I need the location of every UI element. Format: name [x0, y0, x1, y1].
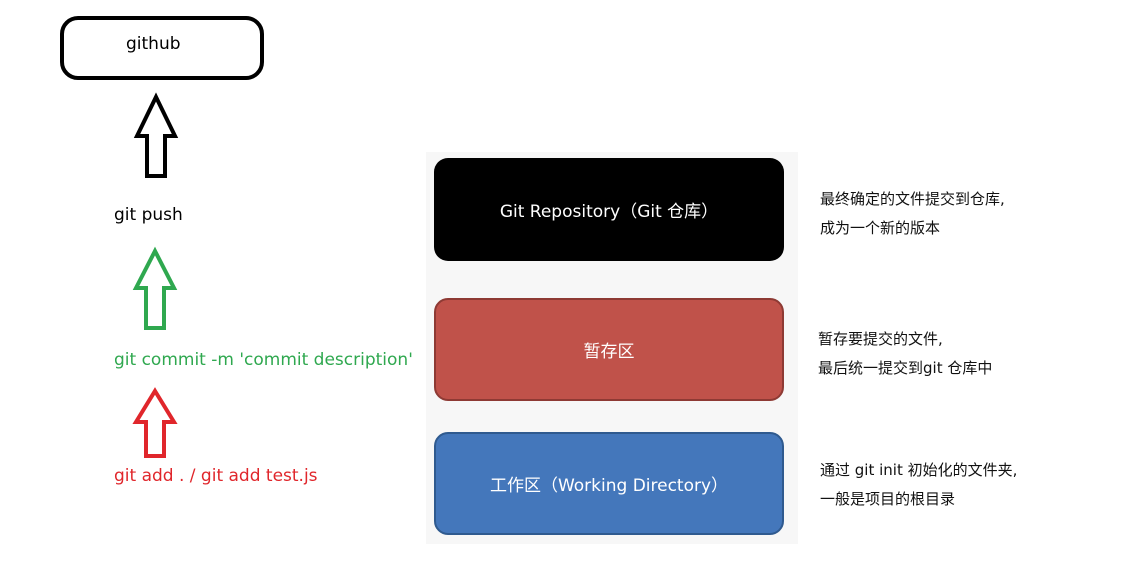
push-arrow-shape — [133, 92, 179, 178]
git-repository-desc-line1: 最终确定的文件提交到仓库, — [820, 190, 1005, 208]
working-directory-desc-line2: 一般是项目的根目录 — [820, 490, 956, 508]
working-directory-description: 通过 git init 初始化的文件夹, 一般是项目的根目录 — [820, 456, 1017, 514]
commit-arrow-shape — [132, 246, 178, 330]
staging-area-stage: 暂存区 — [434, 298, 784, 401]
working-directory-desc-line1: 通过 git init 初始化的文件夹, — [820, 461, 1018, 479]
git-repository-stage: Git Repository（Git 仓库） — [434, 158, 784, 261]
staging-area-desc-line2: 最后统一提交到git 仓库中 — [818, 359, 993, 377]
github-label: github — [126, 34, 181, 54]
push-arrow-icon — [133, 92, 179, 178]
github-remote-box — [60, 16, 264, 80]
git-add-command: git add . / git add test.js — [114, 466, 318, 486]
git-repository-label: Git Repository（Git 仓库） — [499, 202, 719, 222]
working-directory-label: 工作区（Working Directory） — [489, 476, 729, 496]
git-push-command: git push — [114, 205, 183, 225]
git-commit-command: git commit -m 'commit description' — [114, 350, 413, 370]
git-repository-desc-line2: 成为一个新的版本 — [820, 219, 941, 237]
staging-area-desc-line1: 暂存要提交的文件, — [818, 330, 943, 348]
commit-arrow-icon — [132, 246, 178, 330]
git-repository-description: 最终确定的文件提交到仓库, 成为一个新的版本 — [820, 185, 1005, 243]
add-arrow-shape — [132, 387, 178, 458]
working-directory-stage: 工作区（Working Directory） — [434, 432, 784, 535]
add-arrow-icon — [132, 387, 178, 458]
staging-area-label: 暂存区 — [583, 342, 635, 362]
staging-area-description: 暂存要提交的文件, 最后统一提交到git 仓库中 — [818, 325, 992, 383]
